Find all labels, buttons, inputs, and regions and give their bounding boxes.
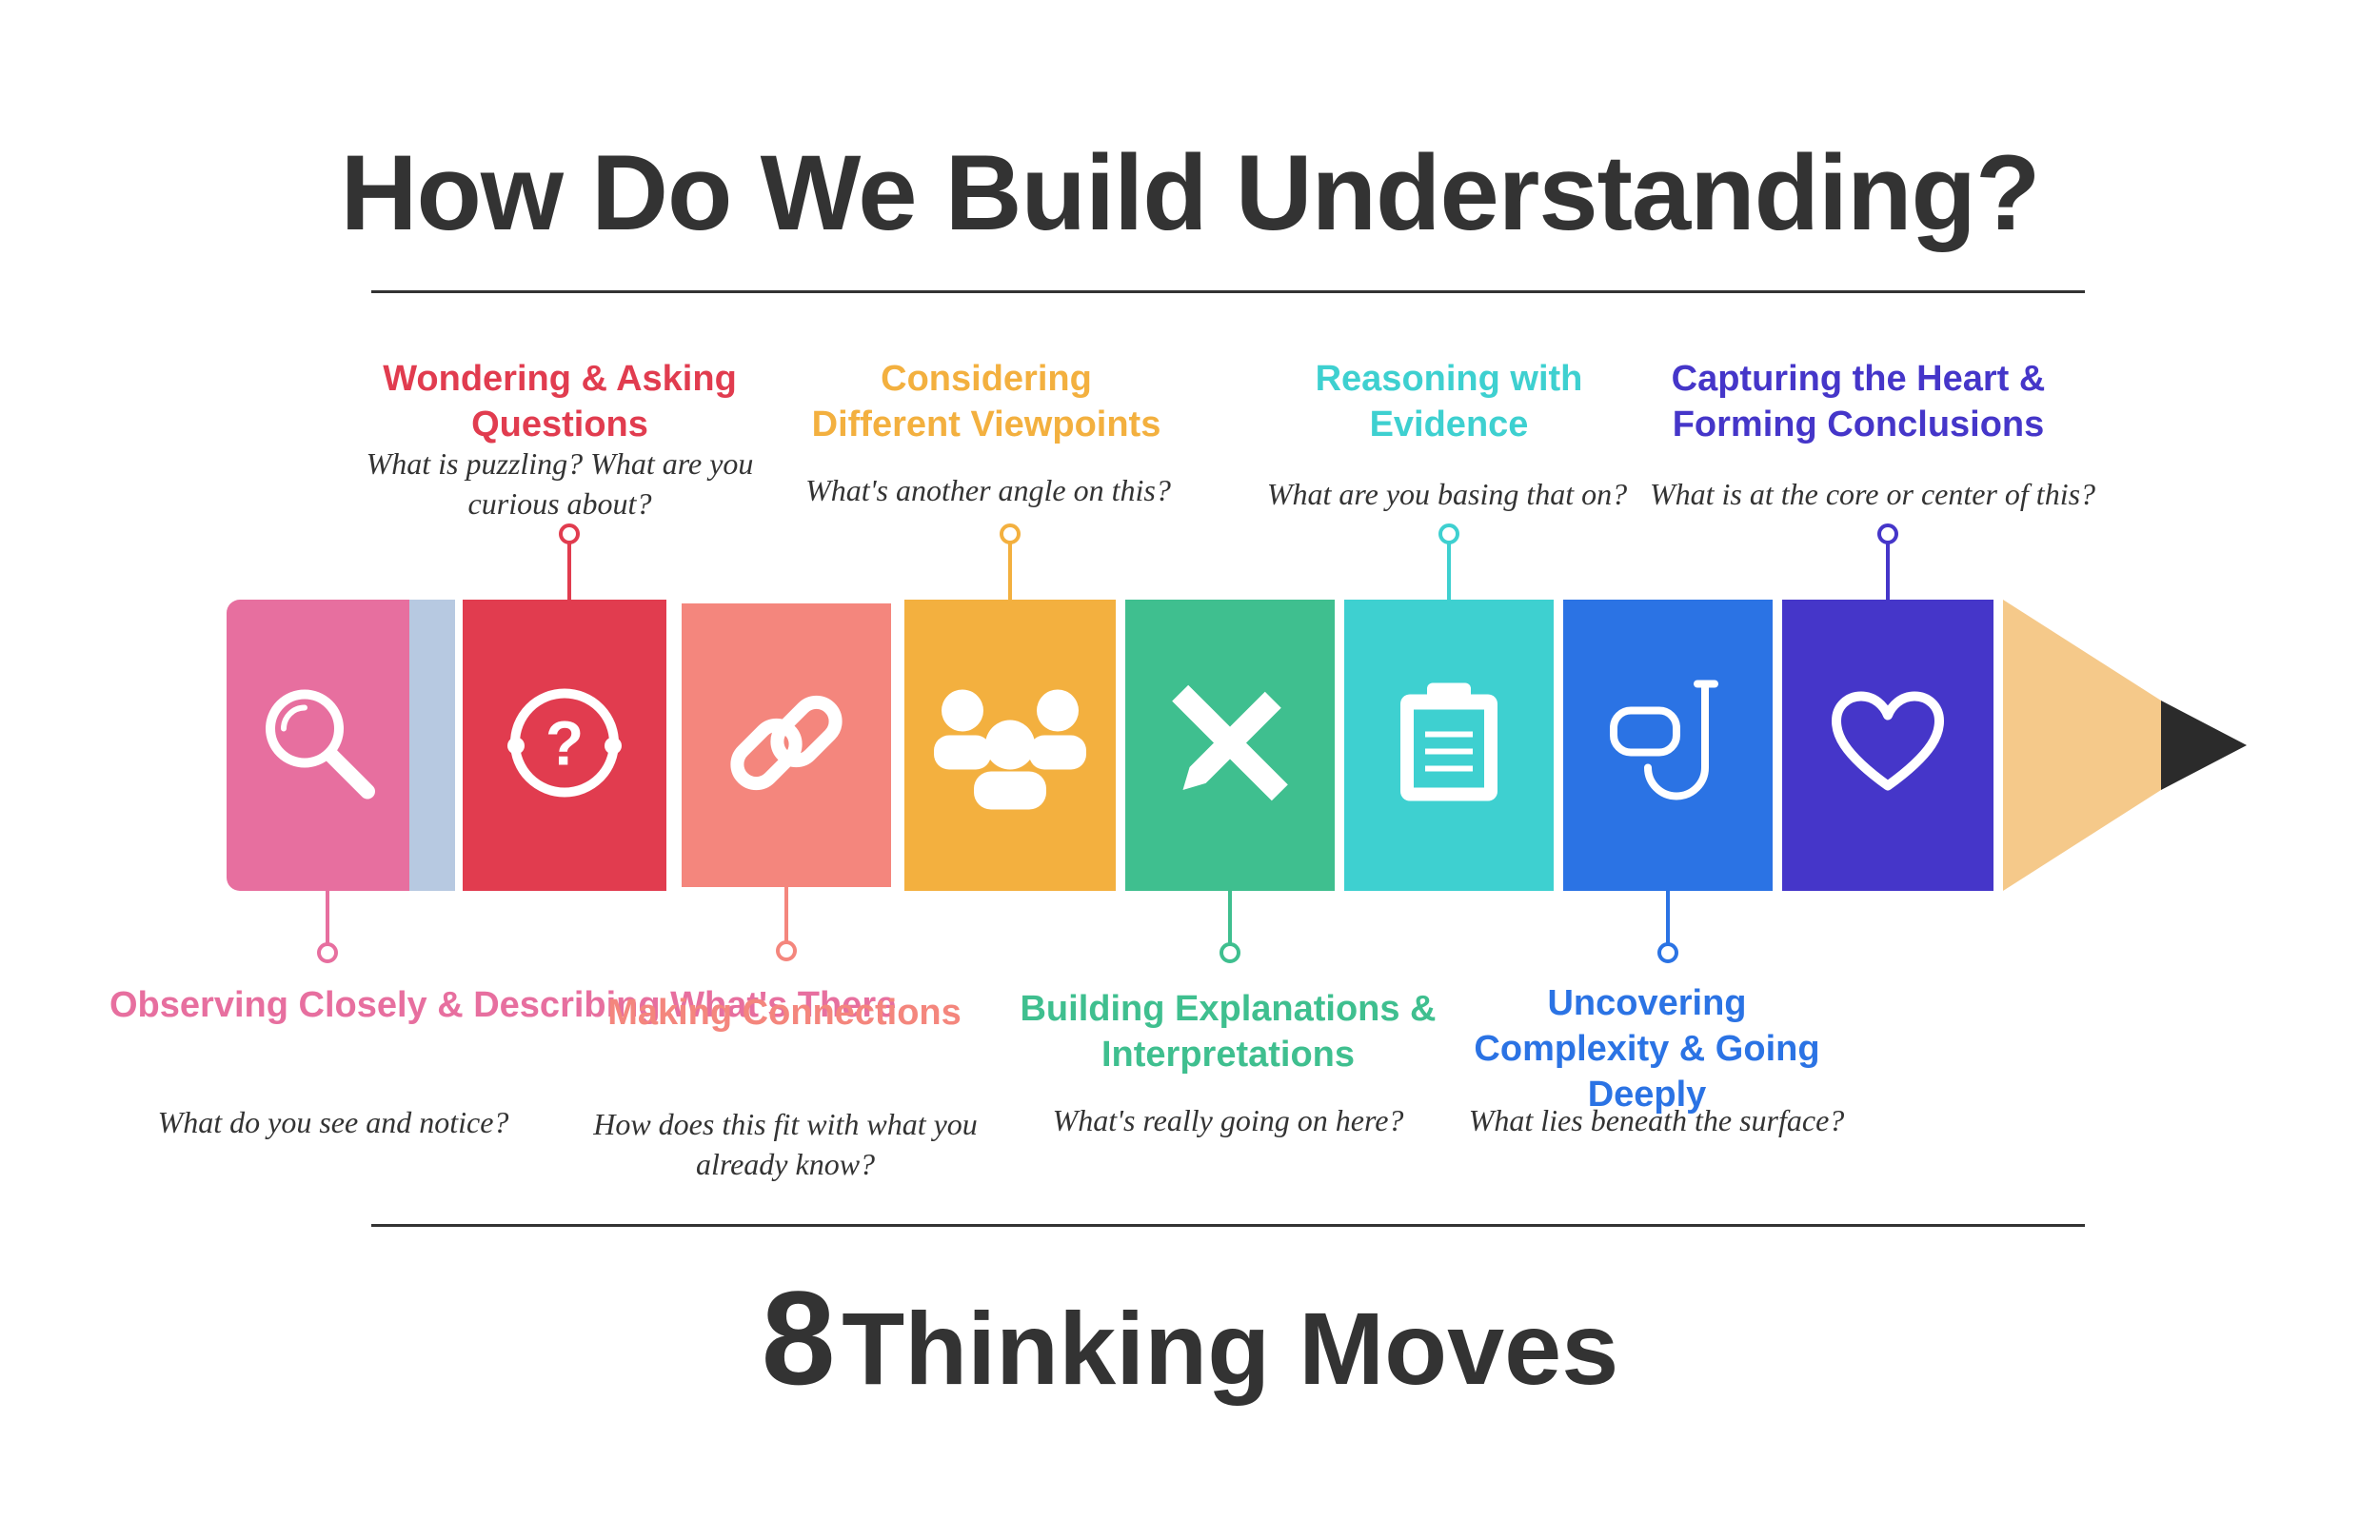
move-question-heart: What is at the core or center of this? (1649, 477, 2096, 511)
bottom-title-number: 8 (761, 1263, 836, 1412)
move-label-wondering: Wondering & Asking Questions (383, 359, 737, 444)
bottom-divider (371, 1224, 2085, 1227)
move-label-viewpoints: Considering Different Viewpoints (811, 359, 1161, 444)
move-question-observing: What do you see and notice? (157, 1105, 509, 1139)
segment-evidence (1344, 600, 1554, 891)
pencil-lead (2161, 701, 2247, 790)
move-label-connections: Making Connections (607, 993, 962, 1033)
bottom-title-text: Thinking Moves (842, 1291, 1619, 1406)
question-head-icon: ? (503, 681, 626, 810)
move-question-connections: How does this fit with what you already … (593, 1107, 978, 1181)
pencil-wood (2003, 600, 2161, 891)
segment-complexity (1563, 600, 1773, 891)
segment-explanations (1125, 600, 1335, 891)
clipboard-icon (1397, 681, 1501, 810)
segment-viewpoints (904, 600, 1116, 891)
people-viewpoints-icon (924, 677, 1096, 815)
move-question-explanations: What's really going on here? (1052, 1103, 1404, 1137)
move-label-explanations: Building Explanations & Interpretations (1020, 989, 1437, 1075)
move-label-complexity: Uncovering Complexity & Going Deeply (1474, 983, 1820, 1115)
top-divider (371, 290, 2085, 293)
magnifying-glass-icon (257, 681, 381, 810)
page-title: How Do We Build Understanding? (340, 133, 2041, 252)
pencil-ferrule (409, 600, 455, 891)
heart-icon (1831, 691, 1945, 800)
svg-text:?: ? (545, 708, 584, 779)
segment-wondering: ? (463, 600, 666, 891)
segment-connections (682, 603, 891, 887)
move-question-complexity: What lies beneath the surface? (1468, 1103, 1845, 1137)
pencil-ruler-icon (1163, 677, 1297, 815)
segment-heart (1782, 600, 1993, 891)
move-label-heart: Capturing the Heart & Forming Conclusion… (1671, 359, 2046, 444)
move-label-observing: Observing Closely & Describing What's Th… (109, 985, 897, 1025)
move-question-evidence: What are you basing that on? (1266, 477, 1628, 511)
move-question-wondering: What is puzzling? What are you curious a… (366, 446, 754, 521)
pencil-tip (2003, 600, 2247, 891)
segment-observing (227, 600, 411, 891)
snorkel-mask-icon (1606, 677, 1730, 815)
chain-link-icon (720, 677, 853, 815)
move-label-evidence: Reasoning with Evidence (1315, 359, 1583, 444)
move-question-viewpoints: What's another angle on this? (805, 473, 1171, 507)
bottom-title: 8 Thinking Moves (0, 1261, 2380, 1415)
